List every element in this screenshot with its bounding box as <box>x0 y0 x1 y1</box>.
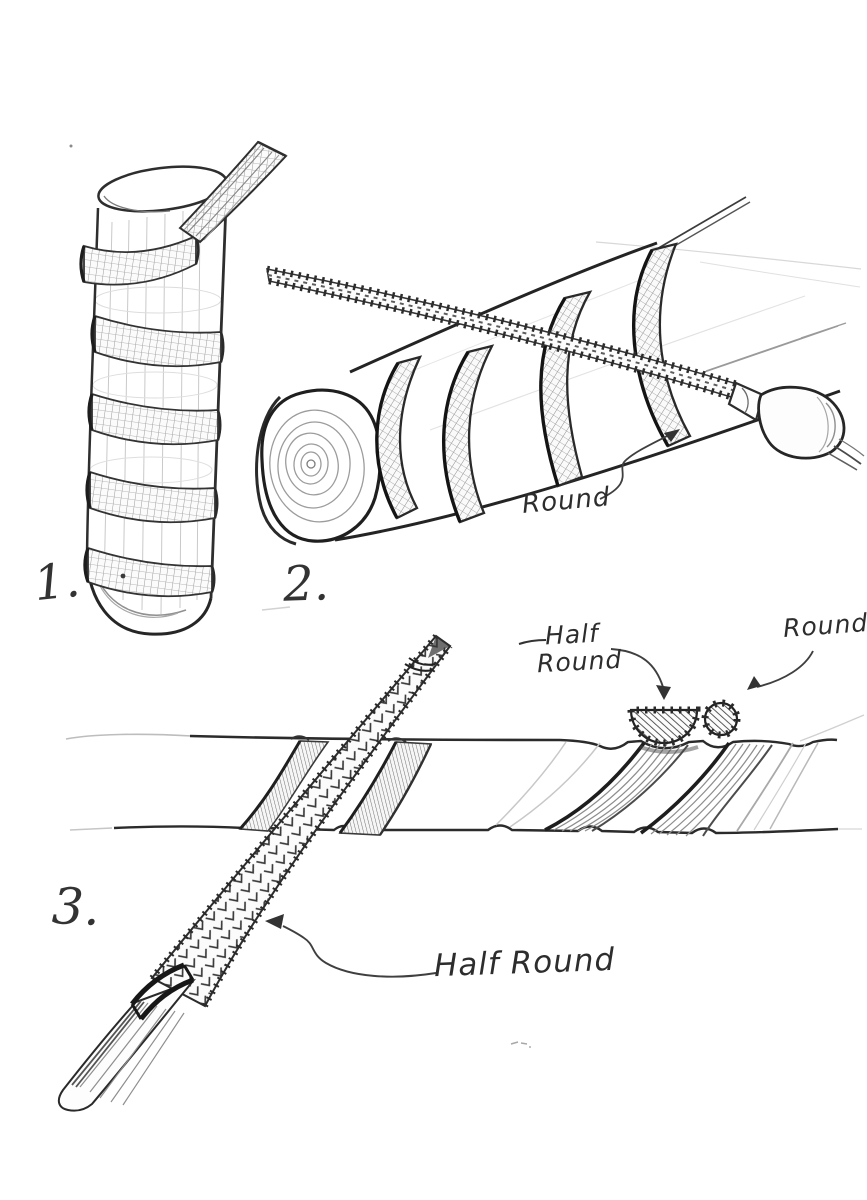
arrowhead <box>265 914 284 929</box>
figure3-half-round-label-line2: Round <box>536 644 623 679</box>
half-round-rasp-cross-section-icon <box>627 706 701 747</box>
figure3-half-round-label-line1: Half <box>544 618 600 651</box>
growth-rings <box>269 409 365 523</box>
spiral-wrap-bands <box>79 234 225 598</box>
arrowhead <box>656 685 671 700</box>
figure1-spiral-wrapped-cylinder <box>69 140 291 636</box>
arrowhead <box>747 676 761 690</box>
figure2-number-label: 2. <box>282 555 330 613</box>
log-shading-lines <box>689 322 847 378</box>
arrowhead <box>664 429 680 442</box>
round-annotation-arrow-fig3 <box>747 650 814 690</box>
rasp-ferrule <box>727 381 765 422</box>
figure1-number-label: 1. <box>31 551 83 613</box>
figure3-halfround-rasp-profile <box>57 634 865 1112</box>
rasp-handle <box>757 385 846 460</box>
carved-groove-walls <box>238 735 433 836</box>
round-rasp <box>266 265 865 471</box>
pencil-dot <box>120 573 126 579</box>
wrap-tail-strip <box>178 140 288 244</box>
round-rasp-cross-section-icon <box>701 699 741 739</box>
spiral-groove-crescents <box>375 242 692 524</box>
log-top-edge <box>349 241 658 374</box>
handle-ferrule <box>130 962 195 1021</box>
half-round-rasp <box>57 634 453 1112</box>
figure3-round-label: Round <box>782 608 867 643</box>
round-annotation-arrow <box>599 429 680 500</box>
board-bottom-line <box>113 822 839 835</box>
figure3-half-round-bottom-label: Half Round <box>433 941 616 985</box>
figure3-number-label: 3. <box>51 877 101 937</box>
log-end-face <box>255 388 382 546</box>
half-round-annotation-arrow <box>518 639 671 700</box>
figure2-log-with-round-rasp <box>255 196 865 546</box>
figure2-round-label: Round <box>520 482 612 520</box>
flattened-groove-bands <box>495 741 819 837</box>
half-round-bottom-annotation-arrow <box>265 914 437 978</box>
